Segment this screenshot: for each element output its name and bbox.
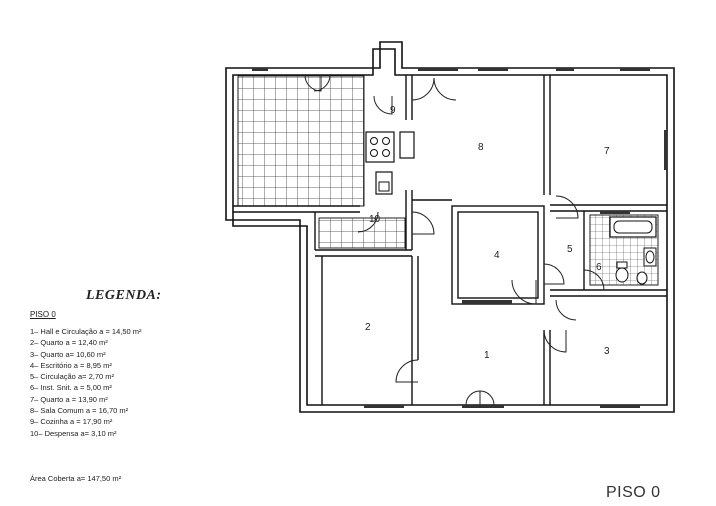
outer-walls [225,41,675,413]
bidet-icon [636,271,648,285]
room-label-4: 4 [494,250,500,261]
stove-icon [365,131,395,163]
legend-item: 10– Despensa a= 3,10 m² [30,428,117,438]
sink-icon [375,171,393,195]
door-swings [304,74,605,406]
floor-label: PISO 0 [606,484,661,501]
windows [252,68,667,408]
room-label-2: 2 [365,322,371,333]
interior-walls [233,75,667,405]
legend-item: 7– Quarto a = 13,90 m² [30,394,108,404]
chimney-icon [399,131,415,159]
legend-title: LEGENDA: [86,288,162,303]
legend-item: 3– Quarto a= 10,60 m² [30,349,106,359]
room-label-10: 10 [369,214,381,225]
legend-list: 1– Hall e Circulação a = 14,50 m² 2– Qua… [30,326,142,439]
legend-item: 8– Sala Comum a = 16,70 m² [30,406,129,416]
room-label-6: 6 [596,262,602,273]
legend-item: 6– Inst. Snit. a = 5,00 m² [30,383,112,393]
room-label-7: 7 [604,146,610,157]
legend-item: 9– Cozinha a = 17,90 m² [30,417,113,427]
covered-area: Área Coberta a= 147,50 m² [30,474,122,483]
toilet-icon [615,261,629,283]
room-label-3: 3 [604,346,610,357]
pantry-tiles [318,217,406,249]
legend-item: 2– Quarto a = 12,40 m² [30,338,108,348]
room-label-8: 8 [478,142,484,153]
room-label-9: 9 [390,105,396,116]
kitchen-tiles [237,75,365,207]
washbasin-icon [643,247,657,267]
legend-floor: PISO 0 [30,310,56,319]
room-label-1: 1 [484,350,490,361]
bathtub-icon [609,216,657,238]
room-label-5: 5 [567,244,573,255]
legend-item: 4– Escritório a = 8,95 m² [30,360,112,370]
legend-item: 5– Circulação a= 2,70 m² [30,372,115,382]
legend-item: 1– Hall e Circulação a = 14,50 m² [30,327,142,336]
